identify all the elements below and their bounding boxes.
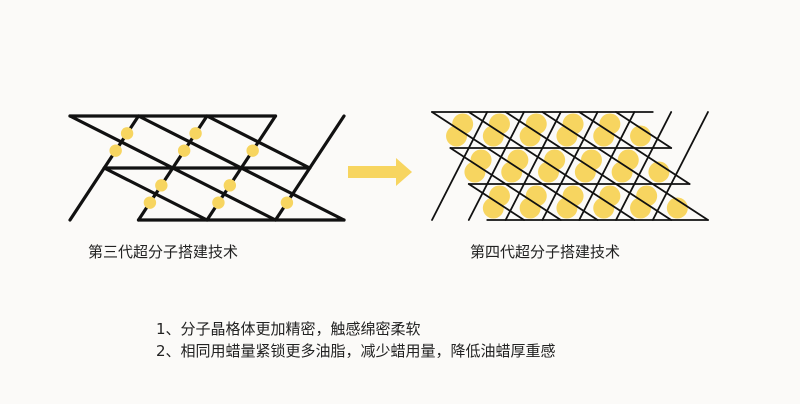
molecule-dot xyxy=(223,179,237,192)
molecule-dot xyxy=(177,144,191,157)
molecule-dot xyxy=(189,127,202,140)
lattice-edge xyxy=(136,114,346,222)
lattice-edge xyxy=(467,111,636,221)
lattice-edge xyxy=(541,111,709,221)
molecule-dot xyxy=(246,144,259,157)
third-gen-caption: 第三代超分子搭建技术 xyxy=(88,243,239,261)
molecule-dot xyxy=(212,196,225,209)
fourth-gen-molecules xyxy=(446,113,688,219)
lattice-edge xyxy=(541,111,599,221)
lattice-edge xyxy=(102,166,209,222)
lattice-edge xyxy=(449,147,562,221)
feature-notes: 1、分子晶格体更加精密，触感绵密柔软 2、相同用蜡量紧锁更多油脂，减少蜡用量，降… xyxy=(156,318,556,362)
arrow-shaft xyxy=(348,166,398,178)
lattice-edge xyxy=(615,111,673,149)
lattice-edge xyxy=(651,111,709,221)
note-line: 2、相同用蜡量紧锁更多油脂，减少蜡用量，降低油蜡厚重感 xyxy=(156,342,556,360)
note-line: 1、分子晶格体更加精密，触感绵密柔软 xyxy=(156,320,421,338)
third-gen-molecules xyxy=(109,127,294,209)
third-gen-lattice xyxy=(68,114,346,222)
lattice-edge xyxy=(578,111,691,185)
lattice-edge xyxy=(578,111,636,221)
lattice-edge xyxy=(615,111,673,221)
lattice-edge xyxy=(68,114,278,222)
lattice-edge xyxy=(504,111,562,221)
lattice-edge xyxy=(467,183,525,221)
lattice-edge xyxy=(431,111,599,221)
molecule-dot xyxy=(120,127,134,140)
molecule-dot xyxy=(143,196,157,209)
lattice-edge xyxy=(467,111,525,221)
molecule-dot xyxy=(155,179,168,192)
arrow-head xyxy=(396,158,412,186)
molecule-dot xyxy=(280,196,294,209)
transition-arrow xyxy=(348,158,412,186)
lattice-edge xyxy=(205,114,312,170)
lattice-edge xyxy=(504,111,673,221)
molecule-dot xyxy=(109,144,122,157)
fourth-gen-caption: 第四代超分子搭建技术 xyxy=(470,243,621,261)
fourth-gen-lattice xyxy=(431,111,709,221)
lattice-edge xyxy=(431,111,489,221)
